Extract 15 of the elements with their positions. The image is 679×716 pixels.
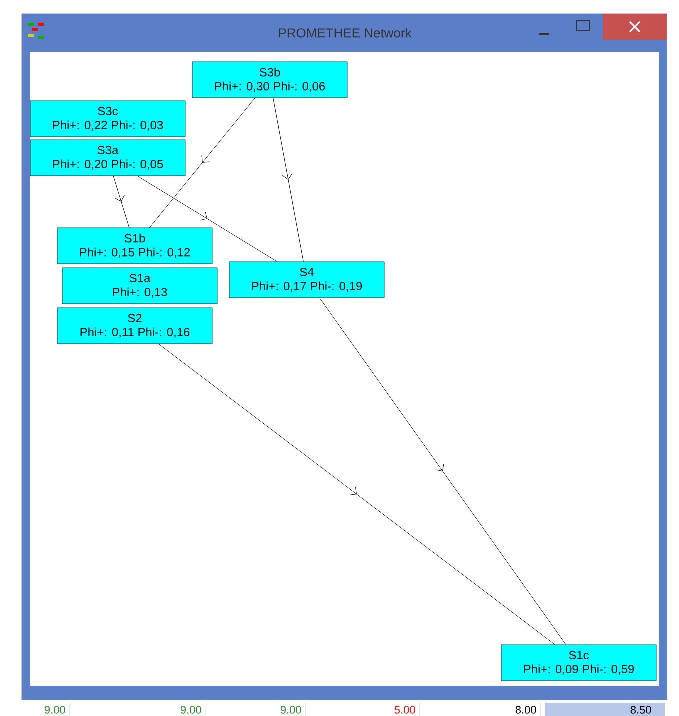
node-box: S3c Phi+: 0,22 Phi-: 0,03 (30, 100, 186, 138)
cell-value: 8.00 (516, 706, 536, 714)
node-box: S1a Phi+: 0,13 (62, 268, 218, 304)
cell-value: 9.00 (280, 706, 302, 714)
node-box: S3a Phi+: 0,20 Phi-: 0,05 (30, 140, 186, 176)
node-box: S4 Phi+: 0,17 Phi-: 0,19 (229, 262, 385, 298)
cell-value: 9.00 (44, 706, 66, 714)
cell-value: 8.50 (630, 706, 652, 714)
node-box: S1c Phi+: 0,09 Phi-: 0,59 (501, 644, 657, 682)
node-box: S1b Phi+: 0,15 Phi-: 0,12 (57, 228, 213, 264)
node-box: S2 Phi+: 0,11 Phi-: 0,16 (57, 308, 213, 344)
cell-value: 9.00 (180, 706, 202, 714)
node-box: S3b Phi+: 0,30 Phi-: 0,06 (192, 62, 348, 98)
cell-value: 5.00 (394, 706, 416, 714)
window-title: PROMETHEE Network (279, 28, 412, 38)
